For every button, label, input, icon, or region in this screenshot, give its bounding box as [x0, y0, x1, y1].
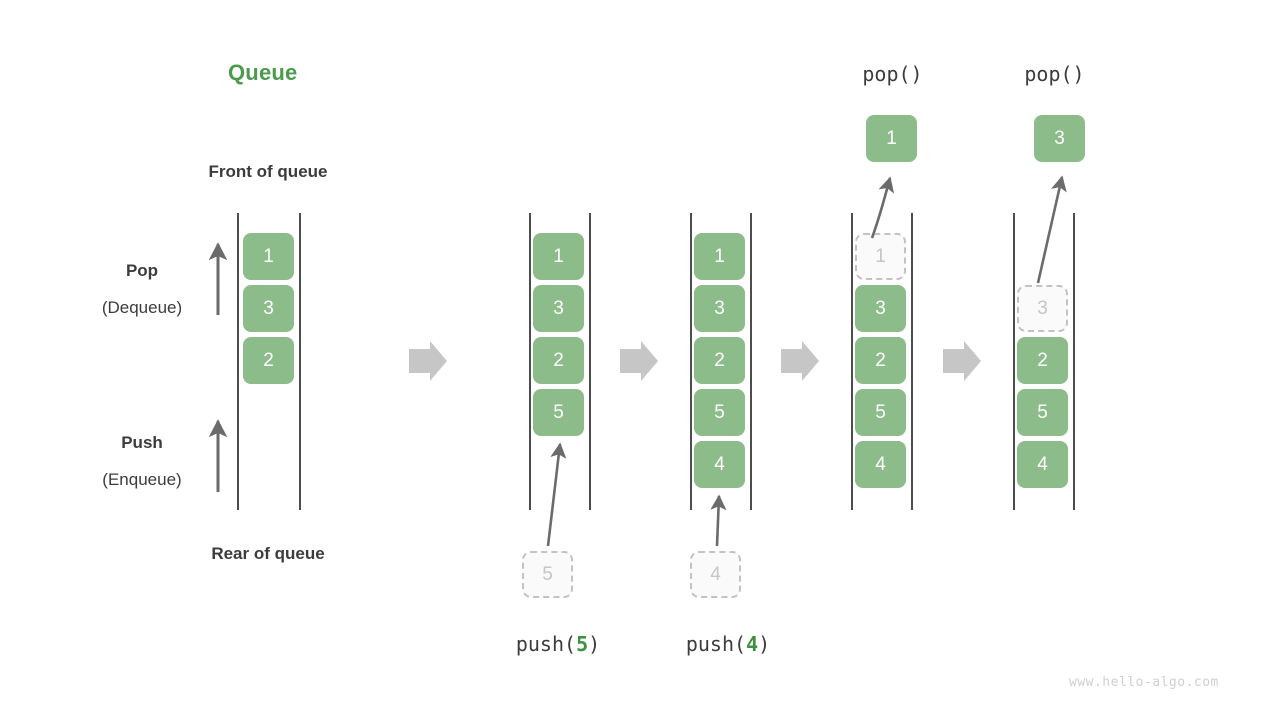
- queue-rail-right-col1: [299, 213, 301, 510]
- queue-rail-left-col1: [237, 213, 239, 510]
- pop-label: Pop: [125, 261, 159, 280]
- watermark: www.hello-algo.com: [1069, 675, 1219, 690]
- push-4-prefix: push(: [685, 632, 747, 656]
- push-5-suffix: ): [588, 632, 601, 656]
- pop-2-remove-arrow: [1036, 175, 1067, 284]
- push-4-operation-label: push(4): [628, 632, 828, 656]
- queue-cell: 5: [1017, 389, 1068, 436]
- queue-rail-right-col2: [589, 213, 591, 510]
- popped-element: 1: [866, 115, 917, 162]
- queue-cell: 2: [243, 337, 294, 384]
- queue-cell: 2: [533, 337, 584, 384]
- queue-cell: 3: [243, 285, 294, 332]
- push-4-suffix: ): [758, 632, 771, 656]
- push-5-operation-label: push(5): [458, 632, 658, 656]
- queue-cell: 1: [243, 233, 294, 280]
- queue-cell: 4: [1017, 441, 1068, 488]
- step-arrow-3: [781, 341, 819, 381]
- dequeue-label: (Dequeue): [101, 298, 183, 317]
- push-5-argument: 5: [576, 632, 589, 656]
- queue-rail-left-col2: [529, 213, 531, 510]
- push-4-insert-arrow: [710, 494, 727, 547]
- enqueue-label: (Enqueue): [102, 470, 182, 489]
- front-of-queue-label: Front of queue: [208, 162, 328, 181]
- incoming-element-ghost: 5: [522, 551, 573, 598]
- step-arrow-2: [620, 341, 658, 381]
- rear-of-queue-label: Rear of queue: [211, 544, 325, 563]
- push-label: Push: [121, 433, 163, 452]
- queue-cell: 4: [855, 441, 906, 488]
- page-title: Queue: [228, 60, 298, 85]
- queue-cell: 3: [855, 285, 906, 332]
- push-4-argument: 4: [746, 632, 759, 656]
- queue-cell: 1: [694, 233, 745, 280]
- queue-cell-removed-ghost: 1: [855, 233, 906, 280]
- queue-rail-right-col3: [750, 213, 752, 510]
- push-5-prefix: push(: [515, 632, 577, 656]
- queue-rail-right-col4: [911, 213, 913, 510]
- queue-cell: 5: [855, 389, 906, 436]
- queue-cell: 2: [1017, 337, 1068, 384]
- queue-cell: 4: [694, 441, 745, 488]
- queue-rail-left-col3: [690, 213, 692, 510]
- queue-cell: 2: [694, 337, 745, 384]
- queue-rail-right-col5: [1073, 213, 1075, 510]
- queue-cell-removed-ghost: 3: [1017, 285, 1068, 332]
- queue-cell: 3: [694, 285, 745, 332]
- queue-rail-left-col4: [851, 213, 853, 510]
- queue-cell: 5: [694, 389, 745, 436]
- push-5-insert-arrow: [546, 442, 567, 547]
- step-arrow-1: [409, 341, 447, 381]
- queue-cell: 2: [855, 337, 906, 384]
- pop-1-operation-label: pop(): [862, 62, 923, 86]
- step-arrow-4: [943, 341, 981, 381]
- incoming-element-ghost: 4: [690, 551, 741, 598]
- queue-rail-left-col5: [1013, 213, 1015, 510]
- queue-cell: 3: [533, 285, 584, 332]
- popped-element: 3: [1034, 115, 1085, 162]
- pop-1-remove-arrow: [870, 176, 895, 239]
- queue-cell: 1: [533, 233, 584, 280]
- queue-cell: 5: [533, 389, 584, 436]
- pop-2-operation-label: pop(): [1024, 62, 1085, 86]
